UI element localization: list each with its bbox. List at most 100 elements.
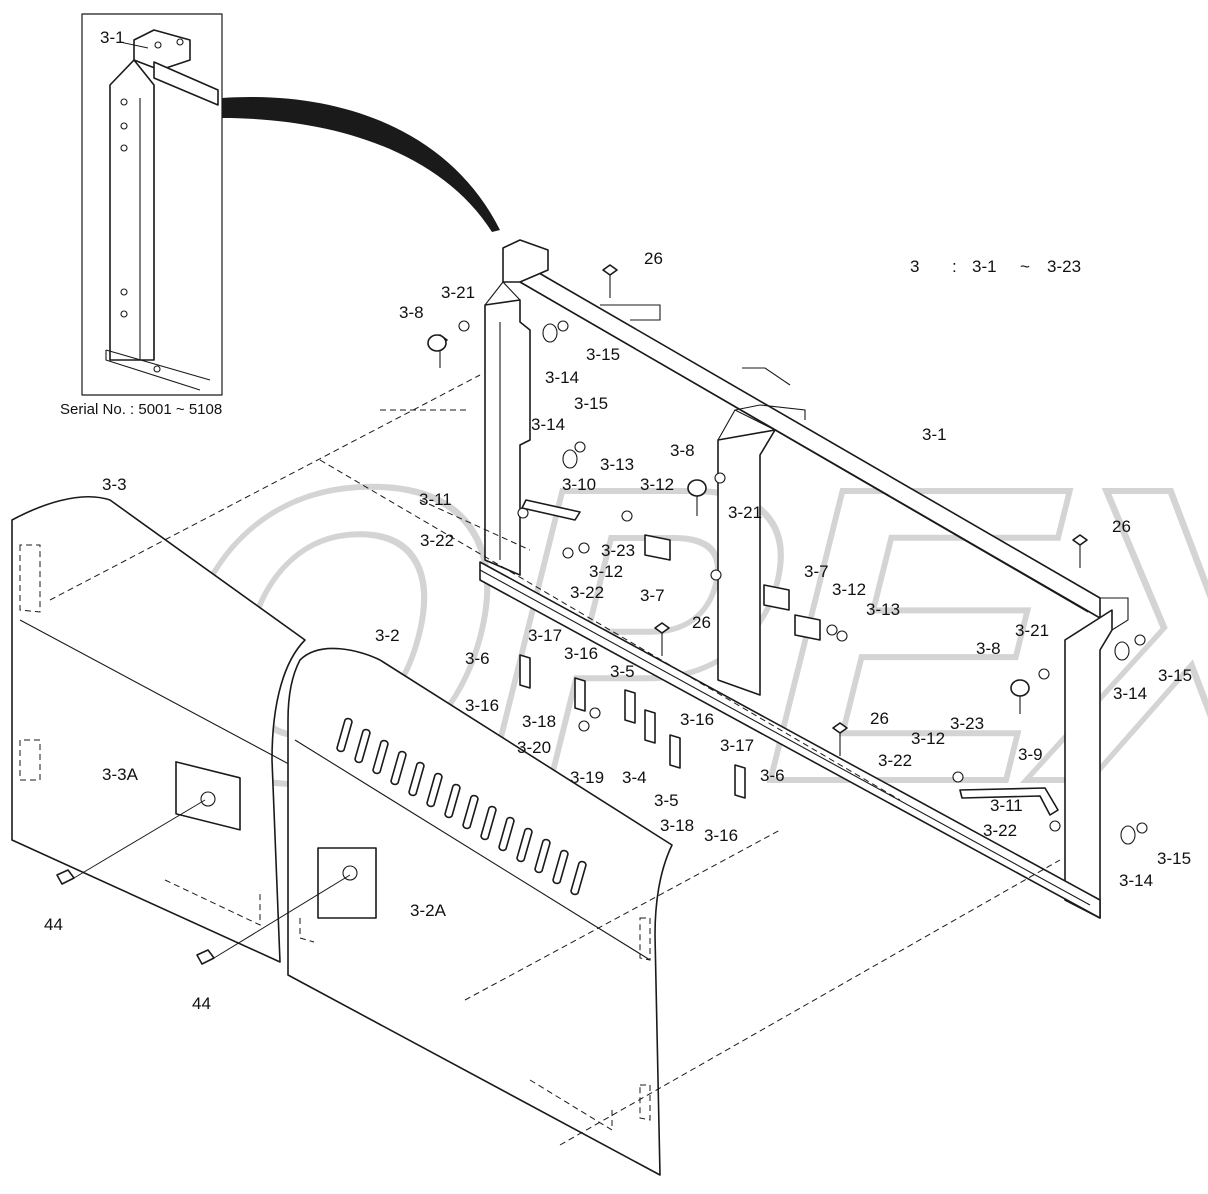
part-label-p3-21a: 3-21 [441, 283, 475, 302]
vent-slot [354, 728, 371, 764]
nut [1049, 820, 1061, 832]
part-label-p3-12c: 3-12 [832, 580, 866, 599]
nut [710, 569, 722, 581]
vent-slot [390, 750, 407, 786]
vent-slot [336, 717, 353, 753]
nut [826, 624, 838, 636]
vent-slot [426, 772, 443, 808]
part-label-p3-16d: 3-16 [704, 826, 738, 845]
hardware [427, 264, 1148, 845]
vent-slot [516, 827, 533, 863]
nut [1136, 822, 1148, 834]
nut [621, 510, 633, 522]
legend-tilde: ~ [1020, 257, 1030, 276]
assembly-legend: 3 : 3-1 ~ 3-23 [910, 257, 1081, 276]
vent-slot [552, 849, 569, 885]
part-label-p3-6a: 3-6 [465, 649, 490, 668]
part-label-p3-22c: 3-22 [878, 751, 912, 770]
part-label-p3-5b: 3-5 [654, 791, 679, 810]
part-label-p3-3: 3-3 [102, 475, 127, 494]
part-label-p3-19: 3-19 [570, 768, 604, 787]
part-label-p3-10: 3-10 [562, 475, 596, 494]
inset-box [81, 13, 223, 396]
vent-slot [444, 783, 461, 819]
bolt-head [1072, 534, 1088, 546]
part-label-p3-5a: 3-5 [610, 662, 635, 681]
bolt-head [654, 622, 670, 634]
part-label-p3-8c: 3-8 [976, 639, 1001, 658]
washer [1120, 825, 1136, 845]
hinge-plate [624, 689, 636, 724]
hinge-plate [669, 734, 681, 769]
nut [714, 472, 726, 484]
vent-slot [480, 805, 497, 841]
panel-3-3 [11, 496, 306, 963]
nut [578, 542, 590, 554]
link-rod-3-10 [521, 499, 581, 521]
bracket-3-7 [763, 584, 790, 611]
part-label-p3-12b: 3-12 [589, 562, 623, 581]
serial-number-note: Serial No. : 5001 ~ 5108 [60, 401, 222, 418]
vent-slot [534, 838, 551, 874]
vent-slots [336, 717, 587, 896]
washer [562, 449, 578, 469]
part-label-p3-13b: 3-13 [866, 600, 900, 619]
legend-to: 3-23 [1047, 257, 1081, 276]
bolt-head [602, 264, 618, 276]
part-label-p3-4: 3-4 [622, 768, 647, 787]
part-label-p44b: 44 [192, 994, 211, 1013]
inset-pointer [222, 97, 500, 232]
part-label-p3-7a: 3-7 [640, 586, 665, 605]
part-label-p3-15c: 3-15 [1158, 666, 1192, 685]
part-label-p26a: 26 [644, 249, 663, 268]
nut [458, 320, 470, 332]
part-label-p3-15d: 3-15 [1157, 849, 1191, 868]
legend-separator: : [952, 257, 957, 276]
vent-slot [498, 816, 515, 852]
nut [574, 441, 586, 453]
nut [589, 707, 601, 719]
part-label-p26c: 26 [692, 613, 711, 632]
part-label-p3-21b: 3-21 [728, 503, 762, 522]
part-label-p3-12a: 3-12 [640, 475, 674, 494]
vent-slot [570, 860, 587, 896]
washer [542, 323, 558, 343]
part-label-p3-22d: 3-22 [983, 821, 1017, 840]
nut [1038, 668, 1050, 680]
part-label-p3-11b: 3-11 [990, 796, 1023, 815]
bracket-3-7 [644, 534, 671, 561]
part-label-p3-21c: 3-21 [1015, 621, 1049, 640]
nut [1134, 634, 1146, 646]
legend-assembly: 3 [910, 257, 919, 276]
part-label-p3-3A: 3-3A [102, 765, 139, 784]
vent-slot [462, 794, 479, 830]
link-rod-3-9 [959, 787, 1059, 816]
hinge-plate [734, 764, 746, 799]
part-label-p3-11a: 3-11 [419, 490, 452, 509]
part-label-p3-8b: 3-8 [670, 441, 695, 460]
part-label-p26d: 26 [870, 709, 889, 728]
part-label-p3-17a: 3-17 [528, 626, 562, 645]
part-label-p3-2: 3-2 [375, 626, 400, 645]
knobs-44 [56, 799, 351, 965]
part-label-p3-15b: 3-15 [574, 394, 608, 413]
hinge-plate [574, 677, 586, 712]
knob [427, 334, 447, 352]
bracket-3-7 [794, 614, 821, 641]
assembly-lines [49, 374, 1061, 1146]
nut [836, 630, 848, 642]
part-label-p3-15a: 3-15 [586, 345, 620, 364]
part-label-p3-14d: 3-14 [1119, 871, 1153, 890]
hinge-plate [644, 709, 656, 744]
part-label-p3-20: 3-20 [517, 738, 551, 757]
part-label-p3-14c: 3-14 [1113, 684, 1147, 703]
part-label-p3-23b: 3-23 [950, 714, 984, 733]
part-label-p3-2A: 3-2A [410, 901, 447, 920]
bolt-head [832, 722, 848, 734]
part-label-p3-13a: 3-13 [600, 455, 634, 474]
part-label-p3-23a: 3-23 [601, 541, 635, 560]
part-label-p3-14b: 3-14 [531, 415, 565, 434]
knob [1010, 679, 1030, 697]
